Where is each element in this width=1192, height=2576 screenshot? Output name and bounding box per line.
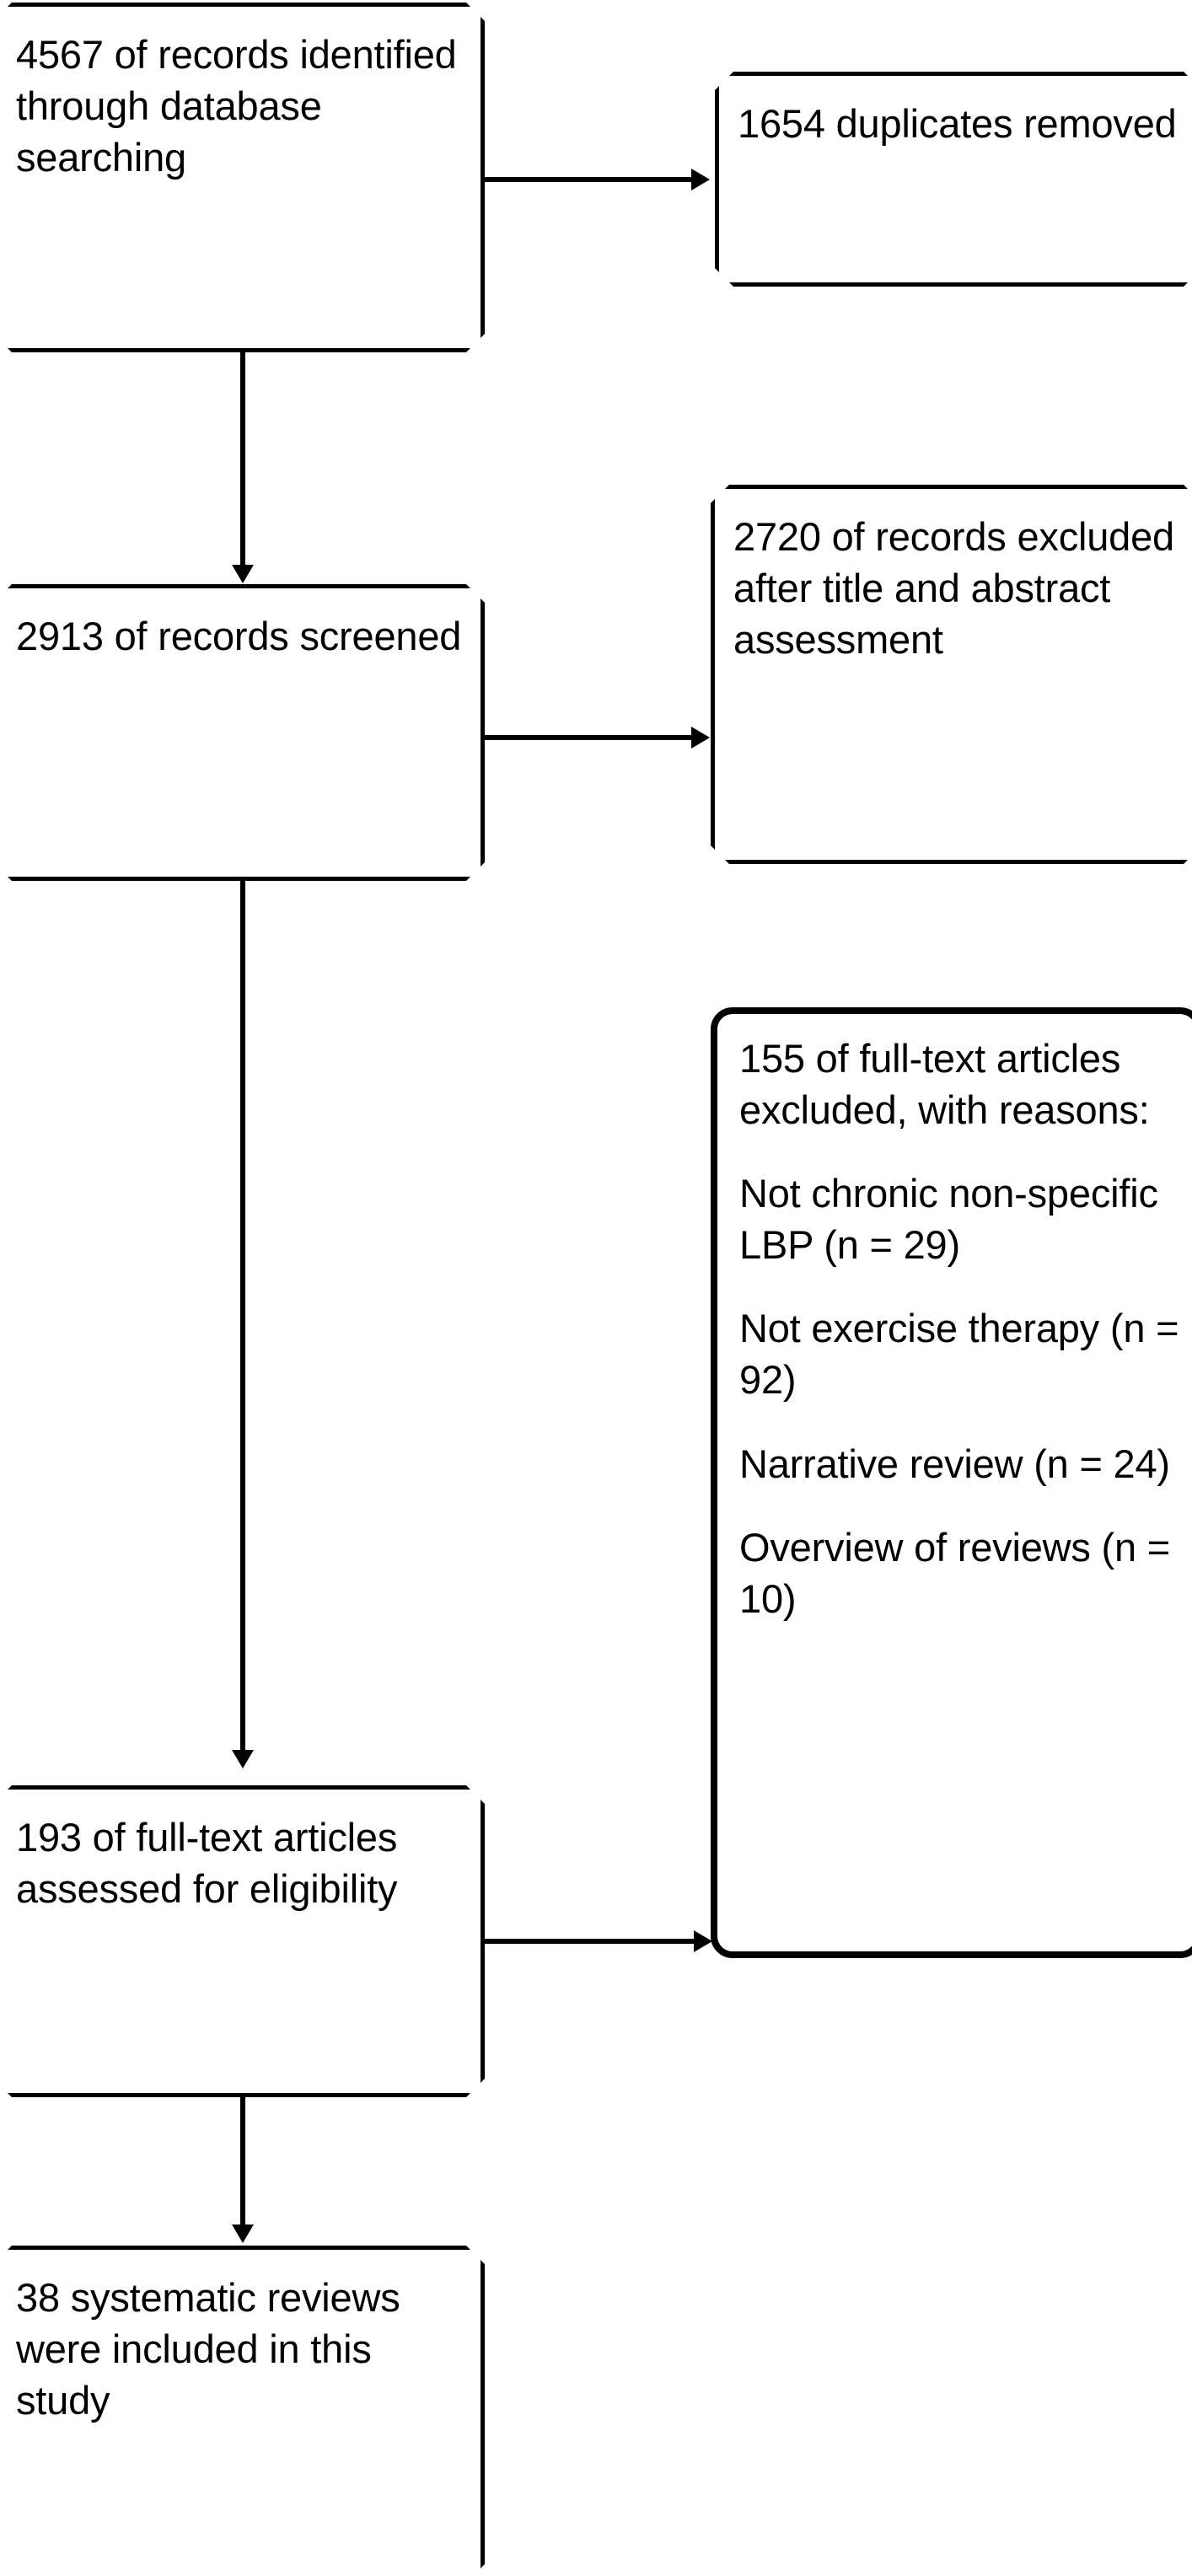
edge-identified-to-duplicates-line xyxy=(485,177,693,182)
node-fulltext-excluded-reason-1: Not chronic non-specific LBP (n = 29) xyxy=(739,1171,1158,1268)
node-fulltext-excluded-heading: 155 of full-text articles excluded, with… xyxy=(739,1036,1150,1133)
node-records-identified[interactable]: 4567 of records identified through datab… xyxy=(0,3,485,352)
node-included-studies-label: 38 systematic reviews were included in t… xyxy=(16,2275,400,2423)
node-records-screened[interactable]: 2913 of records screened xyxy=(0,584,485,881)
edge-assessed-to-fulltext-excluded-arrowhead xyxy=(694,1930,712,1952)
node-records-excluded[interactable]: 2720 of records excluded after title and… xyxy=(711,485,1192,864)
edge-screened-to-assessed-arrowhead xyxy=(232,1750,254,1768)
edge-assessed-to-fulltext-excluded-line xyxy=(485,1939,695,1944)
node-duplicates-removed[interactable]: 1654 duplicates removed xyxy=(715,72,1192,287)
edge-assessed-to-included-line xyxy=(240,2097,245,2230)
edge-screened-to-assessed-line xyxy=(240,881,245,1756)
node-records-screened-label: 2913 of records screened xyxy=(16,614,462,658)
edge-screened-to-excluded-arrowhead xyxy=(691,727,710,749)
node-fulltext-excluded[interactable]: 155 of full-text articles excluded, with… xyxy=(711,1007,1192,1958)
node-duplicates-removed-label: 1654 duplicates removed xyxy=(738,101,1177,146)
node-fulltext-excluded-reason-3: Narrative review (n = 24) xyxy=(739,1441,1170,1486)
edge-assessed-to-included-arrowhead xyxy=(232,2224,254,2243)
node-fulltext-assessed[interactable]: 193 of full-text articles assessed for e… xyxy=(0,1785,485,2097)
node-fulltext-assessed-label: 193 of full-text articles assessed for e… xyxy=(16,1815,398,1912)
node-records-excluded-label: 2720 of records excluded after title and… xyxy=(733,514,1174,663)
edge-identified-to-screened-arrowhead xyxy=(232,565,254,583)
edge-identified-to-duplicates-arrowhead xyxy=(691,169,710,191)
node-fulltext-excluded-reason-4: Overview of reviews (n = 10) xyxy=(739,1524,1171,1621)
edge-screened-to-excluded-line xyxy=(485,735,693,740)
node-included-studies[interactable]: 38 systematic reviews were included in t… xyxy=(0,2246,485,2576)
edge-identified-to-screened-line xyxy=(240,352,245,570)
node-records-identified-label: 4567 of records identified through datab… xyxy=(16,32,457,180)
node-fulltext-excluded-reason-2: Not exercise therapy (n = 92) xyxy=(739,1306,1179,1403)
